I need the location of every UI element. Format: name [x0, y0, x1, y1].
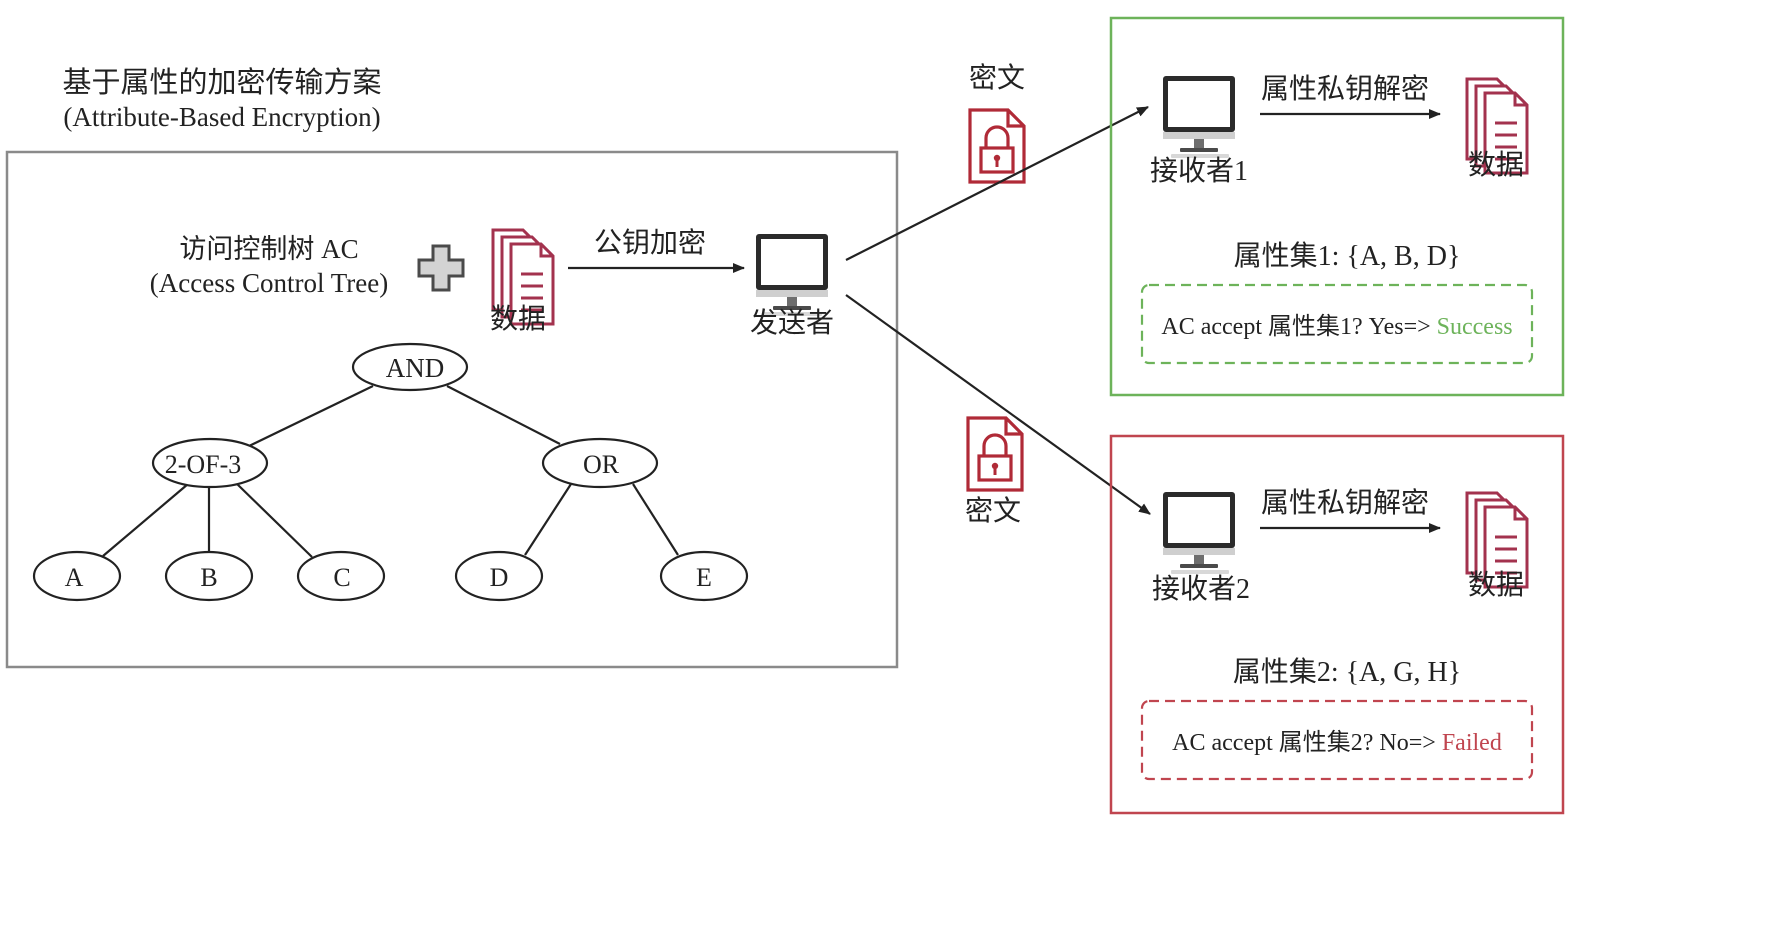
receiver-2-check: AC accept 属性集2? No=> Failed	[1172, 729, 1502, 756]
receiver-1-panel	[1109, 16, 1565, 397]
receiver-2-result: Failed	[1442, 730, 1502, 756]
receiver-2-panel	[1109, 434, 1565, 815]
tree-leaf-c-label: C	[333, 563, 350, 592]
receiver-2-name: 接收者2	[1152, 573, 1250, 605]
ac-label-cn: 访问控制树 AC	[179, 234, 358, 264]
tree-edge	[524, 483, 572, 556]
receiver-2-check-text: AC accept 属性集2? No=>	[1172, 729, 1442, 756]
receiver-2-attr-set: 属性集2: {A, G, H}	[1233, 656, 1461, 688]
tree-edge	[234, 481, 313, 558]
receiver-2-check-box	[1140, 699, 1534, 781]
tree-leaf-d-label: D	[490, 563, 509, 592]
public-key-encrypt-label: 公钥加密	[594, 227, 706, 259]
receiver-1-decrypt-label: 属性私钥解密	[1261, 73, 1429, 105]
send-arrow-receiver-1	[845, 106, 1149, 261]
receiver-2-decrypt-label: 属性私钥解密	[1261, 487, 1429, 519]
scheme-title-cn: 基于属性的加密传输方案	[62, 66, 381, 99]
receiver-2-computer-icon	[1163, 492, 1235, 574]
data-label: 数据	[490, 303, 546, 335]
ciphertext-lock-icon-top	[968, 108, 1026, 184]
left-panel	[5, 150, 899, 669]
receiver-1-result: Success	[1437, 314, 1513, 340]
scheme-title-en: (Attribute-Based Encryption)	[63, 102, 380, 132]
tree-edge	[246, 385, 374, 448]
tree-leaf-e	[659, 550, 749, 602]
tree-leaf-b	[164, 550, 254, 602]
tree-leaf-b-label: B	[200, 563, 217, 592]
receiver-1-name: 接收者1	[1150, 155, 1248, 187]
sender-label: 发送者	[750, 307, 834, 339]
sender-computer-icon	[756, 234, 828, 316]
ciphertext-lock-icon-bottom	[966, 416, 1024, 492]
ac-label-en: (Access Control Tree)	[150, 268, 388, 298]
tree-node-and-label: AND	[386, 353, 445, 383]
tree-leaf-a	[32, 550, 122, 602]
tree-node-or	[541, 437, 659, 489]
tree-leaf-a-label: A	[65, 563, 84, 592]
access-control-tree	[102, 385, 679, 558]
receiver-1-check-box	[1140, 283, 1534, 365]
plus-icon	[417, 244, 465, 292]
tree-node-threshold	[151, 437, 269, 489]
tree-edge	[632, 483, 679, 556]
receiver-2-data-label: 数据	[1468, 569, 1524, 601]
receiver-1-attr-set: 属性集1: {A, B, D}	[1234, 240, 1461, 272]
tree-leaf-e-label: E	[696, 563, 712, 592]
tree-node-and	[351, 342, 469, 392]
tree-node-or-label: OR	[583, 450, 620, 479]
tree-edge	[102, 483, 189, 557]
send-arrow-receiver-2	[845, 294, 1151, 515]
tree-edge	[446, 385, 561, 445]
receiver-1-check-text: AC accept 属性集1? Yes=>	[1161, 313, 1436, 340]
ciphertext-label-bottom: 密文	[965, 495, 1021, 527]
ciphertext-label-top: 密文	[969, 62, 1025, 94]
receiver-1-computer-icon	[1163, 76, 1235, 158]
tree-leaf-c	[296, 550, 386, 602]
receiver-1-check: AC accept 属性集1? Yes=> Success	[1161, 313, 1512, 340]
receiver-1-data-label: 数据	[1468, 149, 1524, 181]
tree-leaf-d	[454, 550, 544, 602]
tree-node-threshold-label: 2-OF-3	[165, 450, 242, 479]
